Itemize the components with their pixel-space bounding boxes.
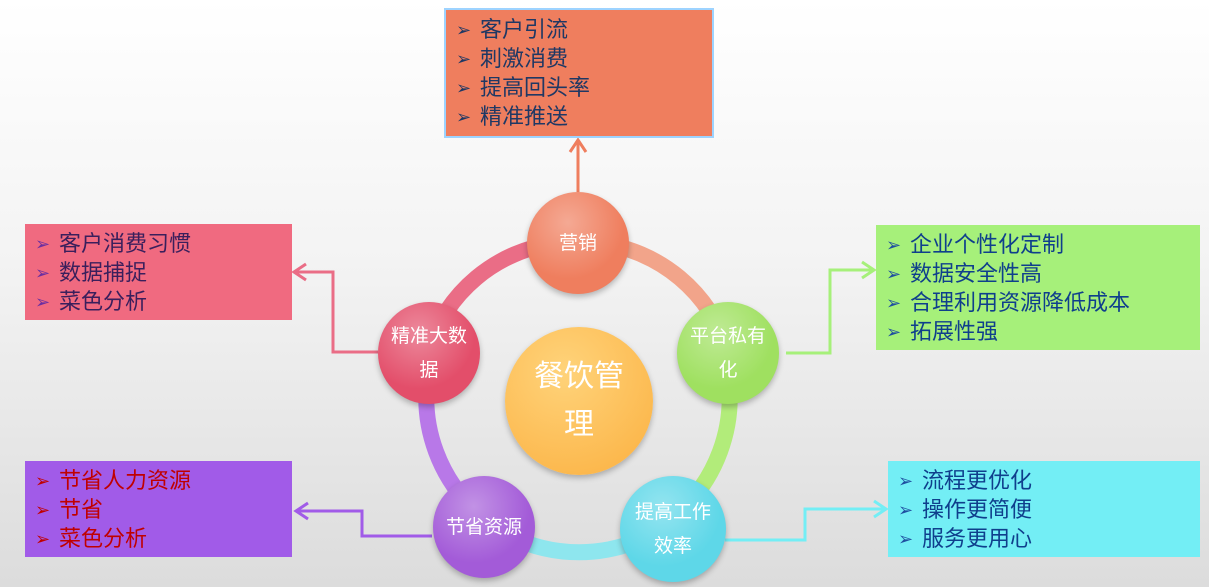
box-saving-item: ➢ 节省 [35, 496, 282, 525]
box-platform-item-text: 数据安全性高 [910, 262, 1043, 287]
bullet-arrow-icon: ➢ [456, 107, 472, 128]
connector-platform [786, 260, 877, 355]
center-node-restaurant-management: 餐饮管理 [505, 327, 653, 475]
bullet-arrow-icon: ➢ [35, 500, 51, 521]
bullet-arrow-icon: ➢ [456, 78, 472, 99]
connector-marketing [568, 137, 588, 192]
box-platform-item: ➢ 企业个性化定制 [886, 231, 1190, 260]
box-efficiency-item: ➢ 服务更用心 [898, 525, 1190, 554]
box-marketing-list: ➢ 客户引流 ➢ 刺激消费 ➢ 提高回头率 ➢ 精准推送 [456, 16, 702, 132]
connector-bigdata [291, 262, 378, 354]
box-marketing: ➢ 客户引流 ➢ 刺激消费 ➢ 提高回头率 ➢ 精准推送 [444, 8, 714, 138]
node-saving-label: 节省资源 [446, 516, 523, 538]
connector-efficiency [725, 499, 889, 542]
box-marketing-item: ➢ 刺激消费 [456, 45, 702, 74]
bullet-arrow-icon: ➢ [456, 20, 472, 41]
box-marketing-item: ➢ 提高回头率 [456, 74, 702, 103]
center-node-label: 餐饮管理 [534, 359, 624, 442]
box-platform-item: ➢ 数据安全性高 [886, 260, 1190, 289]
box-platform-list: ➢ 企业个性化定制 ➢ 数据安全性高 ➢ 合理利用资源降低成本 ➢ 拓展性强 [886, 231, 1190, 347]
node-efficiency-label: 提高工作效率 [635, 501, 712, 557]
bullet-arrow-icon: ➢ [898, 500, 914, 521]
box-marketing-item-text: 客户引流 [480, 18, 569, 43]
bullet-arrow-icon: ➢ [35, 529, 51, 550]
box-bigdata-item: ➢ 数据捕捉 [35, 259, 282, 288]
box-platform-item: ➢ 合理利用资源降低成本 [886, 289, 1190, 318]
box-marketing-item: ➢ 精准推送 [456, 103, 702, 132]
node-save-resources: 节省资源 [433, 476, 535, 578]
bullet-arrow-icon: ➢ [35, 234, 51, 255]
box-saving-list: ➢ 节省人力资源 ➢ 节省 ➢ 菜色分析 [35, 467, 282, 554]
bullet-arrow-icon: ➢ [35, 263, 51, 284]
box-marketing-item-text: 提高回头率 [480, 76, 591, 101]
box-bigdata-item-text: 菜色分析 [59, 290, 148, 315]
box-platform-item: ➢ 拓展性强 [886, 318, 1190, 347]
bullet-arrow-icon: ➢ [886, 264, 902, 285]
bullet-arrow-icon: ➢ [898, 471, 914, 492]
connector-saving [293, 501, 432, 538]
bullet-arrow-icon: ➢ [886, 293, 902, 314]
box-saving-item-text: 节省人力资源 [59, 469, 192, 494]
box-efficiency: ➢ 流程更优化 ➢ 操作更简便 ➢ 服务更用心 [888, 461, 1200, 557]
box-saving-item: ➢ 菜色分析 [35, 525, 282, 554]
node-bigdata-label: 精准大数据 [391, 325, 468, 381]
bullet-arrow-icon: ➢ [35, 471, 51, 492]
box-marketing-item-text: 精准推送 [480, 105, 569, 130]
box-marketing-item: ➢ 客户引流 [456, 16, 702, 45]
box-platform-item-text: 合理利用资源降低成本 [910, 291, 1131, 316]
box-bigdata-list: ➢ 客户消费习惯 ➢ 数据捕捉 ➢ 菜色分析 [35, 230, 282, 317]
box-saving-item: ➢ 节省人力资源 [35, 467, 282, 496]
box-platform-item-text: 企业个性化定制 [910, 233, 1065, 258]
bullet-arrow-icon: ➢ [456, 49, 472, 70]
box-bigdata: ➢ 客户消费习惯 ➢ 数据捕捉 ➢ 菜色分析 [25, 224, 292, 320]
bullet-arrow-icon: ➢ [35, 292, 51, 313]
node-marketing: 营销 [527, 192, 629, 294]
box-bigdata-item: ➢ 菜色分析 [35, 288, 282, 317]
box-saving: ➢ 节省人力资源 ➢ 节省 ➢ 菜色分析 [25, 461, 292, 557]
box-marketing-item-text: 刺激消费 [480, 47, 569, 72]
box-efficiency-list: ➢ 流程更优化 ➢ 操作更简便 ➢ 服务更用心 [898, 467, 1190, 554]
box-efficiency-item: ➢ 操作更简便 [898, 496, 1190, 525]
box-efficiency-item-text: 流程更优化 [922, 469, 1033, 494]
box-bigdata-item-text: 客户消费习惯 [59, 232, 192, 257]
box-platform: ➢ 企业个性化定制 ➢ 数据安全性高 ➢ 合理利用资源降低成本 ➢ 拓展性强 [876, 225, 1200, 350]
node-improve-efficiency: 提高工作效率 [620, 476, 726, 582]
box-efficiency-item: ➢ 流程更优化 [898, 467, 1190, 496]
bullet-arrow-icon: ➢ [886, 322, 902, 343]
node-precise-big-data: 精准大数据 [378, 302, 480, 404]
box-platform-item-text: 拓展性强 [910, 320, 999, 345]
box-bigdata-item-text: 数据捕捉 [59, 261, 148, 286]
bullet-arrow-icon: ➢ [898, 529, 914, 550]
box-efficiency-item-text: 服务更用心 [922, 527, 1033, 552]
node-marketing-label: 营销 [558, 232, 597, 254]
box-bigdata-item: ➢ 客户消费习惯 [35, 230, 282, 259]
node-platform-privatization: 平台私有化 [677, 302, 779, 404]
box-efficiency-item-text: 操作更简便 [922, 498, 1033, 523]
bullet-arrow-icon: ➢ [886, 235, 902, 256]
node-platform-label: 平台私有化 [690, 325, 767, 381]
box-saving-item-text: 菜色分析 [59, 527, 148, 552]
box-saving-item-text: 节省 [59, 498, 104, 523]
